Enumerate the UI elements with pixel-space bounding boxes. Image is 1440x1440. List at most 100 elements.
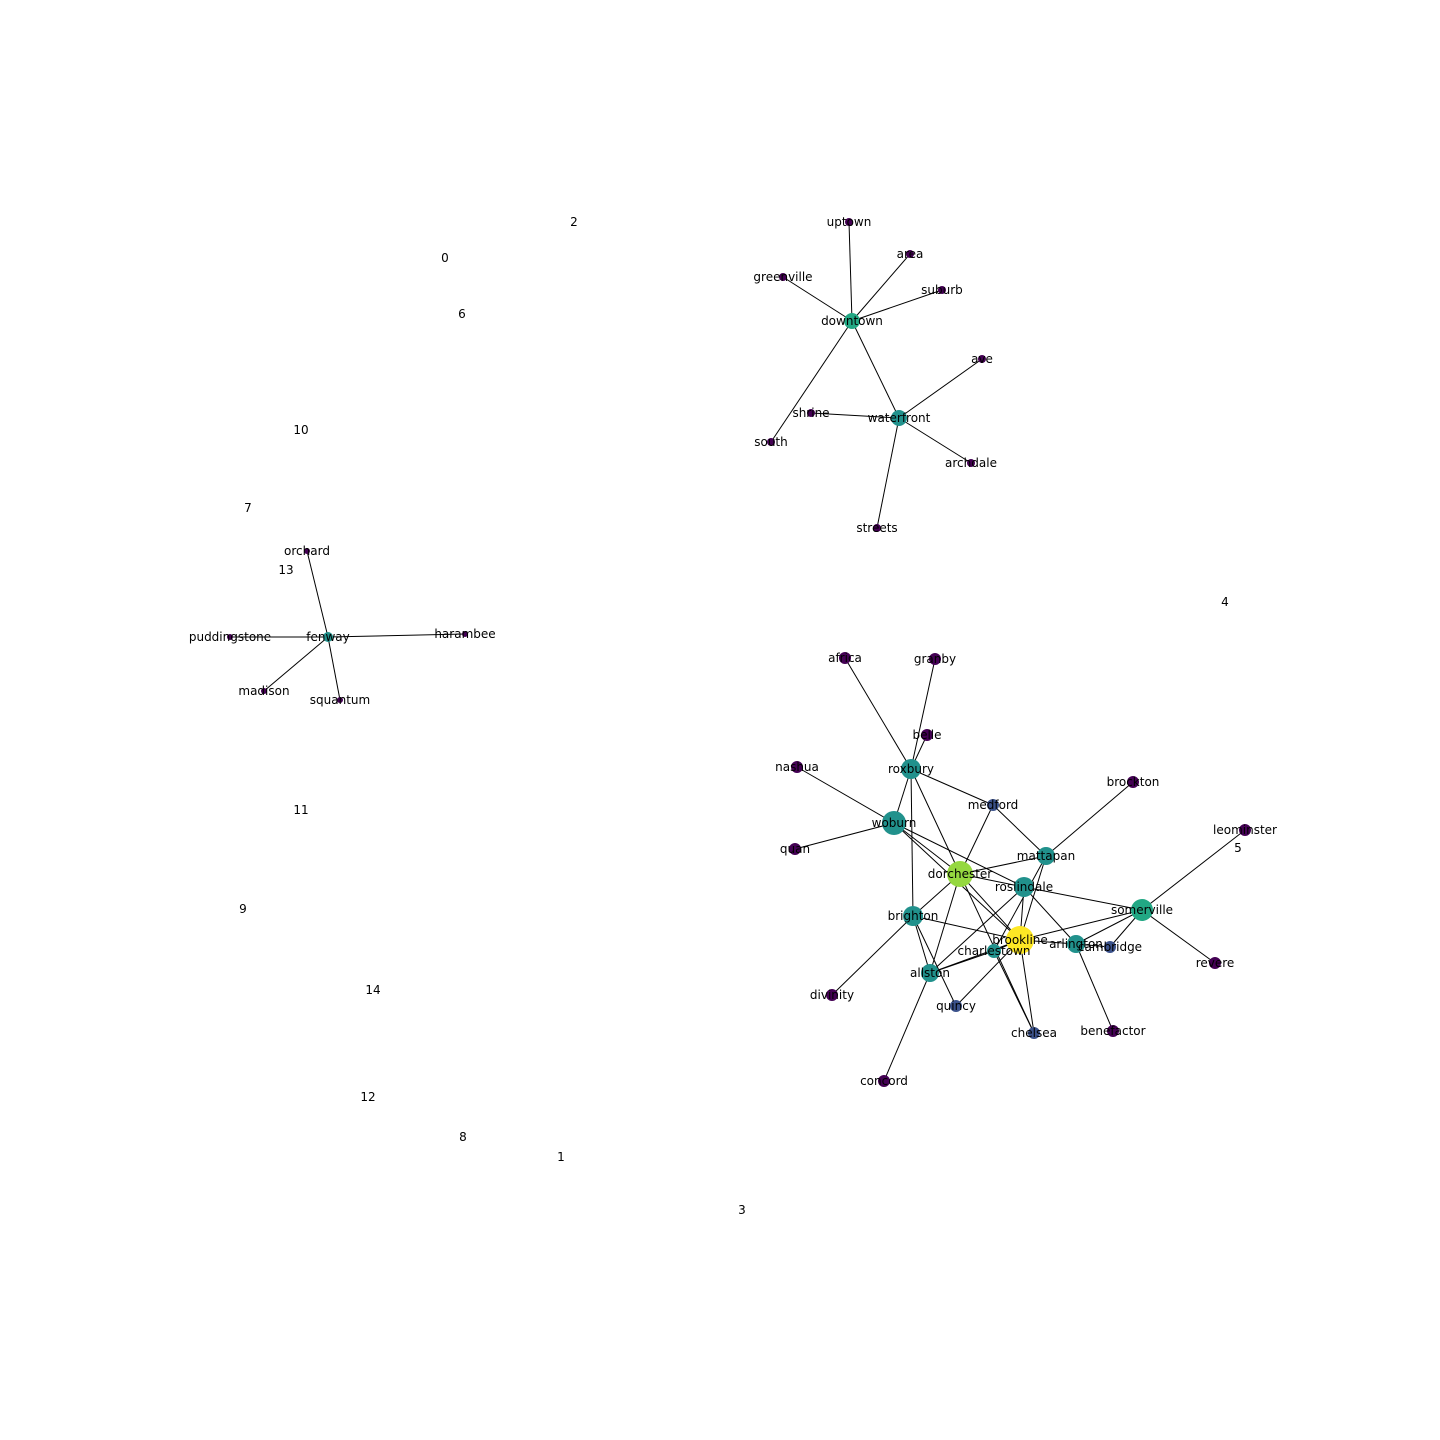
node-label-revere: revere <box>1196 956 1235 970</box>
node-brookline <box>1006 926 1034 954</box>
edge-waterfront-ave <box>898 358 983 419</box>
node-quincy <box>950 1000 962 1012</box>
edge-arlington-benefactor <box>1075 943 1114 1032</box>
node-roxbury <box>901 759 921 779</box>
node-fenway <box>323 632 333 642</box>
node-label-streets: streets <box>856 521 897 535</box>
isolated-node-label-5: 5 <box>1234 841 1242 855</box>
node-label-nashua: nashua <box>775 760 819 774</box>
isolated-node-label-0: 0 <box>441 251 449 265</box>
node-label-south: south <box>754 435 788 449</box>
edges-layer <box>230 221 1246 1082</box>
isolated-node-label-7: 7 <box>244 501 252 515</box>
node-nashua <box>791 761 803 773</box>
edge-waterfront-shrine <box>810 412 900 419</box>
node-orchard <box>304 548 310 554</box>
edge-brookline-quincy <box>955 939 1021 1007</box>
edge-medford-mattapan <box>992 804 1047 857</box>
edge-downtown-uptown <box>848 221 853 322</box>
node-label-mattapan: mattapan <box>1017 849 1075 863</box>
node-roslindale <box>1014 877 1034 897</box>
node-label-granby: granby <box>914 652 956 666</box>
node-label-medford: medford <box>968 798 1019 812</box>
edge-brighton-brookline <box>912 915 1021 941</box>
node-south <box>767 438 775 446</box>
edge-woburn-roslindale <box>893 822 1025 888</box>
node-brockton <box>1127 776 1139 788</box>
node-label-orchard: orchard <box>284 544 330 558</box>
node-harambee <box>462 631 468 637</box>
node-label-quincy: quincy <box>936 999 976 1013</box>
node-uptown <box>845 218 853 226</box>
node-allston <box>921 964 939 982</box>
edge-dorchester-brookline <box>959 873 1021 941</box>
node-label-puddingstone: puddingstone <box>189 630 271 644</box>
edge-fenway-madison <box>263 636 329 692</box>
isolated-node-label-12: 12 <box>360 1090 375 1104</box>
edge-waterfront-streets <box>876 417 900 529</box>
node-area <box>906 250 914 258</box>
node-africa <box>839 652 851 664</box>
isolated-node-label-1: 1 <box>557 1150 565 1164</box>
node-label-area: area <box>897 247 924 261</box>
isolated-node-label-9: 9 <box>239 902 247 916</box>
node-label-squantum: squantum <box>310 693 370 707</box>
node-arlington <box>1067 935 1085 953</box>
edge-mattapan-brookline <box>1019 855 1047 941</box>
node-label-africa: africa <box>828 651 862 665</box>
node-label-brighton: brighton <box>888 909 939 923</box>
edge-roslindale-arlington <box>1023 886 1077 945</box>
node-label-suburb: suburb <box>921 283 963 297</box>
node-label-benefactor: benefactor <box>1080 1024 1145 1038</box>
node-belle <box>921 729 933 741</box>
edge-mattapan-dorchester <box>959 855 1047 875</box>
node-label-cambridge: cambridge <box>1078 940 1142 954</box>
node-label-divinity: divinity <box>810 988 854 1002</box>
isolated-node-label-13: 13 <box>278 563 293 577</box>
edge-brookline-chelsea <box>1019 939 1035 1034</box>
node-archdale <box>967 459 975 467</box>
isolated-node-label-11: 11 <box>293 803 308 817</box>
isolated-node-label-6: 6 <box>458 307 466 321</box>
node-label-waterfront: waterfront <box>868 411 931 425</box>
node-downtown <box>844 313 860 329</box>
edge-downtown-south <box>770 320 853 443</box>
node-label-dorchester: dorchester <box>928 867 993 881</box>
edge-charlestown-chelsea <box>993 950 1035 1034</box>
isolated-node-label-3: 3 <box>738 1203 746 1217</box>
isolated-node-label-4: 4 <box>1221 595 1229 609</box>
edge-fenway-harambee <box>327 633 466 638</box>
edge-waterfront-archdale <box>898 417 972 464</box>
node-brighton <box>903 906 923 926</box>
node-cambridge <box>1104 941 1116 953</box>
edge-brighton-quincy <box>912 915 957 1007</box>
node-streets <box>873 524 881 532</box>
node-label-concord: concord <box>860 1074 908 1088</box>
node-quan <box>789 843 801 855</box>
edge-downtown-area <box>851 253 911 322</box>
node-dorchester <box>947 861 973 887</box>
node-ave <box>978 355 986 363</box>
node-shrine <box>807 409 815 417</box>
node-benefactor <box>1107 1025 1119 1037</box>
isolated-node-label-14: 14 <box>365 983 380 997</box>
node-label-ave: ave <box>971 352 993 366</box>
edge-woburn-quan <box>794 822 895 850</box>
edge-downtown-waterfront <box>851 320 900 419</box>
node-medford <box>987 799 999 811</box>
node-label-fenway: fenway <box>306 630 349 644</box>
node-divinity <box>826 989 838 1001</box>
node-label-madison: madison <box>238 684 289 698</box>
node-waterfront <box>891 410 907 426</box>
node-label-shrine: shrine <box>792 406 829 420</box>
labels-layer: uptownareagreenvillesuburbdowntownaveshr… <box>189 215 1277 1088</box>
node-label-somerville: somerville <box>1111 903 1173 917</box>
edge-roxbury-medford <box>910 768 994 806</box>
node-label-belle: belle <box>912 728 941 742</box>
edge-somerville-brookline <box>1019 909 1143 941</box>
node-label-chelsea: chelsea <box>1011 1026 1057 1040</box>
node-label-charlestown: charlestown <box>958 944 1031 958</box>
edge-roxbury-granby <box>910 658 936 770</box>
